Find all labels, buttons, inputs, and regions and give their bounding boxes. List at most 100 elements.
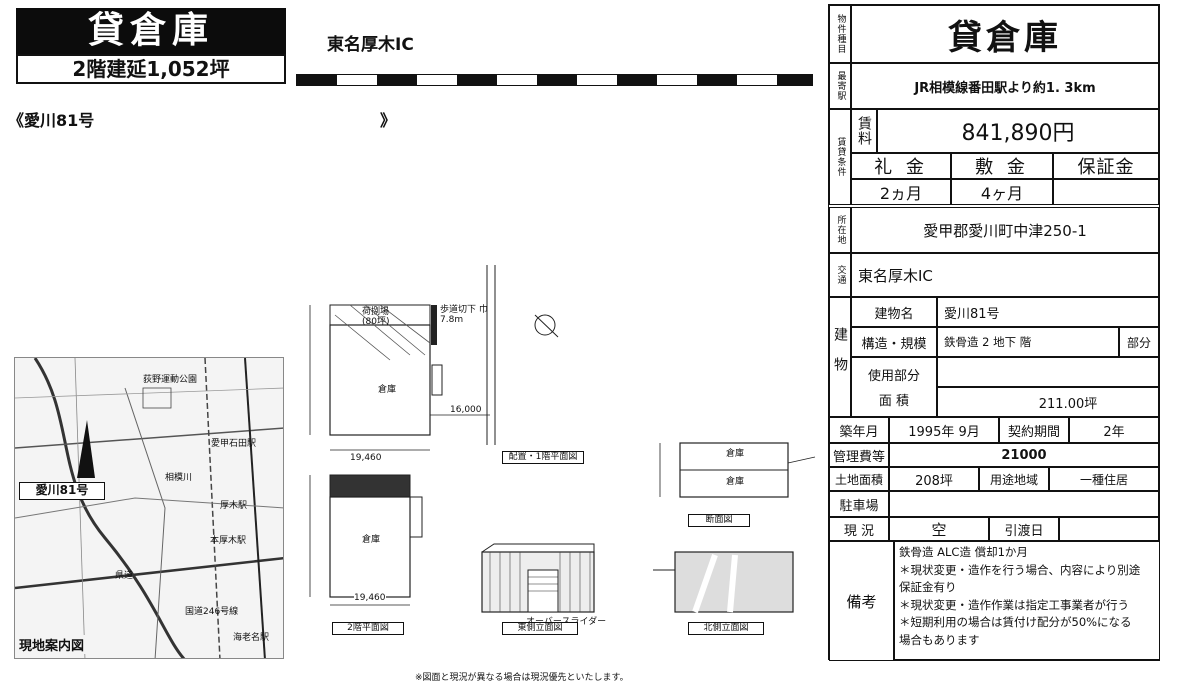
handover-label-cell: 引渡日	[989, 517, 1059, 541]
map-place-3: 相模川	[165, 473, 193, 483]
structure-label: 構造・規模	[861, 336, 927, 352]
plan-lines	[309, 265, 816, 613]
map-place-2: 愛甲石田駅	[211, 439, 257, 449]
building-label: 建物	[832, 327, 848, 387]
dim-width-1f: 19,460	[350, 453, 382, 463]
built-label: 築年月	[839, 424, 879, 440]
map-place-1: 荻野運動公園	[143, 375, 198, 385]
east-elevation-label: 東側立面図	[502, 622, 578, 635]
usage-value-cell	[937, 357, 1159, 387]
type-value: 貸倉庫	[948, 17, 1062, 58]
structure-value: 鉄骨造 2 地下 階	[944, 335, 1032, 349]
parking-label: 駐車場	[839, 498, 879, 514]
handover-label: 引渡日	[1004, 523, 1044, 539]
deposit-label-cell: 敷 金	[951, 153, 1053, 179]
remarks-body: 鉄骨造 ALC造 償却1か月 ＊現状変更・造作を行う場合、内容により別途 保証金…	[894, 541, 1160, 661]
section-warehouse-upper: 倉庫	[725, 449, 744, 459]
area-value-cell: 211.00坪	[937, 387, 1159, 417]
warehouse-2f-label: 倉庫	[361, 535, 380, 545]
key-money-label-cell: 礼 金	[851, 153, 951, 179]
remarks-label: 備考	[846, 592, 877, 611]
transport-label-cell: 交通	[829, 253, 851, 297]
zoning-label-cell: 用途地域	[979, 467, 1049, 491]
remarks-line-6: 場合もあります	[899, 632, 980, 647]
section-warehouse-lower: 倉庫	[725, 477, 744, 487]
building-name-value: 愛川81号	[944, 306, 1000, 322]
type-label: 物件種目	[835, 14, 846, 54]
structure-value-cell: 鉄骨造 2 地下 階	[937, 327, 1119, 357]
guarantee-label-cell: 保証金	[1053, 153, 1159, 179]
usage-area-label-cell: 使用部分 面 積	[851, 357, 937, 417]
transport-label: 交通	[835, 265, 846, 285]
warehouse-1f-label: 倉庫	[377, 385, 396, 395]
key-money-value-cell: 2ヵ月	[851, 179, 951, 205]
map-caption: 現地案内図	[17, 635, 87, 654]
land-value-cell: 208坪	[889, 467, 979, 491]
map-place-4: 厚木駅	[220, 501, 248, 511]
transport-value: 東名厚木IC	[858, 266, 933, 285]
station-value-cell: JR相模線番田駅より約1. 3km	[851, 63, 1159, 109]
map-place-7: 海老名駅	[233, 633, 270, 643]
site-plan-label: 配置・1階平面図	[502, 451, 584, 464]
contract-value: 2年	[1103, 424, 1125, 440]
remarks-line-4: ＊現状変更・造作作業は指定工事業者が行う	[899, 597, 1129, 612]
address-label: 所在地	[835, 215, 846, 245]
type-value-cell: 貸倉庫	[851, 5, 1159, 63]
address-value: 愛甲郡愛川町中津250-1	[923, 221, 1087, 240]
mgmt-value-cell: 21000	[889, 443, 1159, 467]
usage-label: 使用部分	[867, 369, 920, 384]
remarks-line-1: 鉄骨造 ALC造 償却1か月	[899, 545, 1028, 559]
floor2-plan-label: 2階平面図	[332, 622, 404, 635]
structure-label-cell: 構造・規模	[851, 327, 937, 357]
property-name-open: 《愛川81号	[8, 111, 95, 130]
building-name-label: 建物名	[874, 306, 914, 322]
conditions-label: 賃貸条件	[835, 137, 846, 177]
status-value-cell: 空	[889, 517, 989, 541]
contract-value-cell: 2年	[1069, 417, 1159, 443]
status-label-cell: 現 況	[829, 517, 889, 541]
transport-value-cell: 東名厚木IC	[851, 253, 1159, 297]
area-value: 211.00坪	[1038, 396, 1098, 412]
parking-label-cell: 駐車場	[829, 491, 889, 517]
contract-label-cell: 契約期間	[999, 417, 1069, 443]
map-place-8: 県道	[115, 571, 134, 581]
mgmt-label: 管理費等	[832, 449, 885, 465]
parking-value-cell	[889, 491, 1159, 517]
property-name-close: 》	[380, 111, 397, 130]
station-label: 最寄駅	[835, 71, 846, 101]
deposit-label: 敷 金	[975, 157, 1029, 178]
location-map: 荻野運動公園 愛甲石田駅 相模川 厚木駅 本厚木駅 国道246号線 海老名駅 県…	[14, 357, 284, 659]
mgmt-label-cell: 管理費等	[829, 443, 889, 467]
building-name-label-cell: 建物名	[851, 297, 937, 327]
remarks-line-2: ＊現状変更・造作を行う場合、内容により別途	[899, 562, 1141, 577]
drawing-footnote: ※図面と現況が異なる場合は現況優先といたします。	[415, 673, 629, 683]
built-label-cell: 築年月	[829, 417, 889, 443]
part-label-cell: 部分	[1119, 327, 1159, 357]
mgmt-value: 21000	[1001, 447, 1047, 463]
conditions-label-cell: 賃貸条件	[829, 109, 851, 205]
guarantee-value-cell	[1053, 179, 1159, 205]
section-label: 断面図	[688, 514, 750, 527]
station-label-cell: 最寄駅	[829, 63, 851, 109]
station-value: JR相模線番田駅より約1. 3km	[914, 80, 1096, 96]
road-note: 歩道切下 巾7.8m	[440, 305, 488, 325]
gate-note: 荷捌場 (80坪)	[362, 307, 390, 327]
building-name-value-cell: 愛川81号	[937, 297, 1159, 327]
remarks-line-3: 保証金有り	[899, 580, 957, 594]
rent-label-cell: 賃料	[851, 109, 877, 153]
map-roads	[15, 358, 283, 658]
building-label-cell: 建物	[829, 297, 851, 417]
remarks-label-cell: 備考	[829, 541, 894, 661]
deposit-value: 4ヶ月	[980, 184, 1024, 203]
status-label: 現 況	[843, 523, 875, 539]
floor-plan-drawings: 倉庫 19,460 16,000 歩道切下 巾7.8m 荷捌場 (80坪) 配置…	[290, 265, 827, 677]
property-info-table: 物件種目 貸倉庫 最寄駅 JR相模線番田駅より約1. 3km 賃貸条件 賃料 8…	[828, 4, 1160, 661]
scale-bar	[296, 74, 813, 86]
remarks-line-5: ＊短期利用の場合は賃付け配分が50%になる	[899, 615, 1132, 629]
rent-label: 賃料	[856, 116, 872, 146]
key-money-value: 2ヵ月	[879, 184, 923, 203]
part-label: 部分	[1126, 335, 1151, 350]
area-label: 面 積	[878, 394, 910, 409]
land-label: 土地面積	[834, 472, 883, 487]
dim-width-2f: 19,460	[354, 593, 386, 603]
